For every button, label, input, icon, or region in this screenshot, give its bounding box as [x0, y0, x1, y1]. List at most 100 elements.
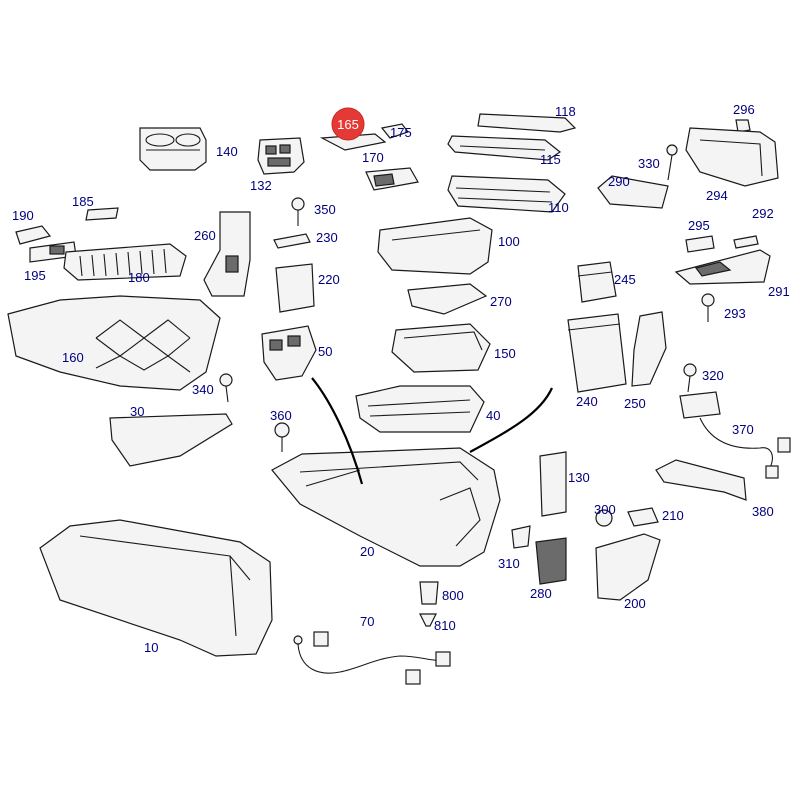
part-10-lower-console[interactable]: [39, 519, 273, 657]
part-250-latch[interactable]: [631, 311, 667, 387]
part-118-trim[interactable]: [477, 113, 577, 133]
part-240-storage-box[interactable]: [567, 313, 627, 393]
part-170-switch[interactable]: [365, 167, 419, 191]
label-118: 118: [555, 104, 576, 119]
part-220-panel[interactable]: [275, 263, 315, 313]
label-360: 360: [270, 408, 292, 423]
part-70-harness[interactable]: [293, 631, 451, 685]
part-110-trim[interactable]: [447, 175, 566, 213]
label-810: 810: [434, 618, 456, 633]
part-370-cable[interactable]: [679, 391, 791, 479]
part-100-armrest-lid[interactable]: [377, 217, 493, 275]
part-310-clip[interactable]: [511, 525, 531, 549]
part-175-pad[interactable]: [380, 123, 409, 139]
label-20: 20: [360, 544, 374, 559]
label-320: 320: [702, 368, 724, 383]
label-180: 180: [128, 270, 150, 285]
part-294-bracket[interactable]: [685, 127, 779, 187]
part-292-tab[interactable]: [733, 235, 759, 249]
label-30: 30: [130, 404, 144, 419]
part-810-pin[interactable]: [419, 613, 437, 627]
part-320-screw[interactable]: [683, 363, 697, 393]
part-30-trim[interactable]: [109, 413, 233, 467]
part-280-connector[interactable]: [535, 537, 567, 585]
part-150-frame[interactable]: [391, 323, 491, 373]
label-165: 165: [337, 117, 359, 132]
part-270-mat[interactable]: [407, 283, 488, 315]
highlight-marker-165[interactable]: 165: [331, 107, 365, 141]
part-140-cup-holder[interactable]: [139, 127, 207, 171]
label-110: 110: [548, 200, 569, 215]
part-291-tray[interactable]: [674, 249, 771, 285]
part-230-plate[interactable]: [273, 233, 311, 249]
part-360-clip[interactable]: [274, 422, 290, 452]
label-296: 296: [733, 102, 755, 117]
label-195: 195: [24, 268, 46, 283]
part-800-bumper[interactable]: [419, 581, 439, 605]
part-296-nut[interactable]: [735, 119, 751, 133]
label-380: 380: [752, 504, 774, 519]
label-295: 295: [688, 218, 710, 233]
label-175: 175: [390, 125, 412, 140]
part-350-screw[interactable]: [291, 197, 305, 226]
label-350: 350: [314, 202, 336, 217]
label-50: 50: [318, 344, 332, 359]
leader-line-50-to-20: [311, 377, 364, 485]
label-340: 340: [192, 382, 214, 397]
part-50-switch-housing[interactable]: [261, 325, 317, 381]
label-230: 230: [316, 230, 338, 245]
label-210: 210: [662, 508, 684, 523]
label-292: 292: [752, 206, 774, 221]
part-293-screw[interactable]: [701, 293, 715, 322]
label-290: 290: [608, 174, 630, 189]
label-220: 220: [318, 272, 340, 287]
leader-line-240-to-20: [469, 387, 553, 453]
label-310: 310: [498, 556, 520, 571]
label-800: 800: [442, 588, 464, 603]
label-10: 10: [144, 640, 158, 655]
label-250: 250: [624, 396, 646, 411]
part-130-bracket[interactable]: [539, 451, 567, 517]
part-290-clip[interactable]: [597, 175, 669, 209]
part-185-clip[interactable]: [85, 207, 119, 221]
label-130: 130: [568, 470, 590, 485]
part-380-bracket[interactable]: [655, 459, 747, 501]
label-270: 270: [490, 294, 512, 309]
label-300: 300: [594, 502, 616, 517]
part-245-box[interactable]: [577, 261, 617, 303]
part-40-frame[interactable]: [355, 385, 485, 433]
label-150: 150: [494, 346, 516, 361]
label-200: 200: [624, 596, 646, 611]
part-300-clip[interactable]: [595, 509, 613, 527]
label-190: 190: [12, 208, 34, 223]
label-280: 280: [530, 586, 552, 601]
label-260: 260: [194, 228, 216, 243]
part-200-cover[interactable]: [595, 533, 661, 601]
label-160: 160: [62, 350, 84, 365]
part-295-block[interactable]: [685, 235, 715, 253]
label-294: 294: [706, 188, 728, 203]
part-115-trim[interactable]: [447, 135, 562, 161]
label-245: 245: [614, 272, 636, 287]
part-160-side-panel[interactable]: [7, 295, 221, 391]
label-291: 291: [768, 284, 790, 299]
part-20-console-body[interactable]: [271, 447, 501, 567]
label-115: 115: [540, 152, 561, 167]
label-132: 132: [250, 178, 272, 193]
part-132-switch-block[interactable]: [257, 137, 305, 175]
part-190-cap[interactable]: [15, 225, 52, 245]
part-330-screw[interactable]: [666, 144, 678, 181]
label-100: 100: [498, 234, 520, 249]
part-260-mount[interactable]: [203, 211, 251, 297]
label-370: 370: [732, 422, 754, 437]
label-240: 240: [576, 394, 598, 409]
part-210-pad[interactable]: [627, 507, 659, 527]
label-330: 330: [638, 156, 660, 171]
label-40: 40: [486, 408, 500, 423]
label-70: 70: [360, 614, 374, 629]
part-180-grille[interactable]: [63, 243, 187, 281]
part-340-screw[interactable]: [219, 373, 233, 403]
label-140: 140: [216, 144, 238, 159]
label-185: 185: [72, 194, 94, 209]
